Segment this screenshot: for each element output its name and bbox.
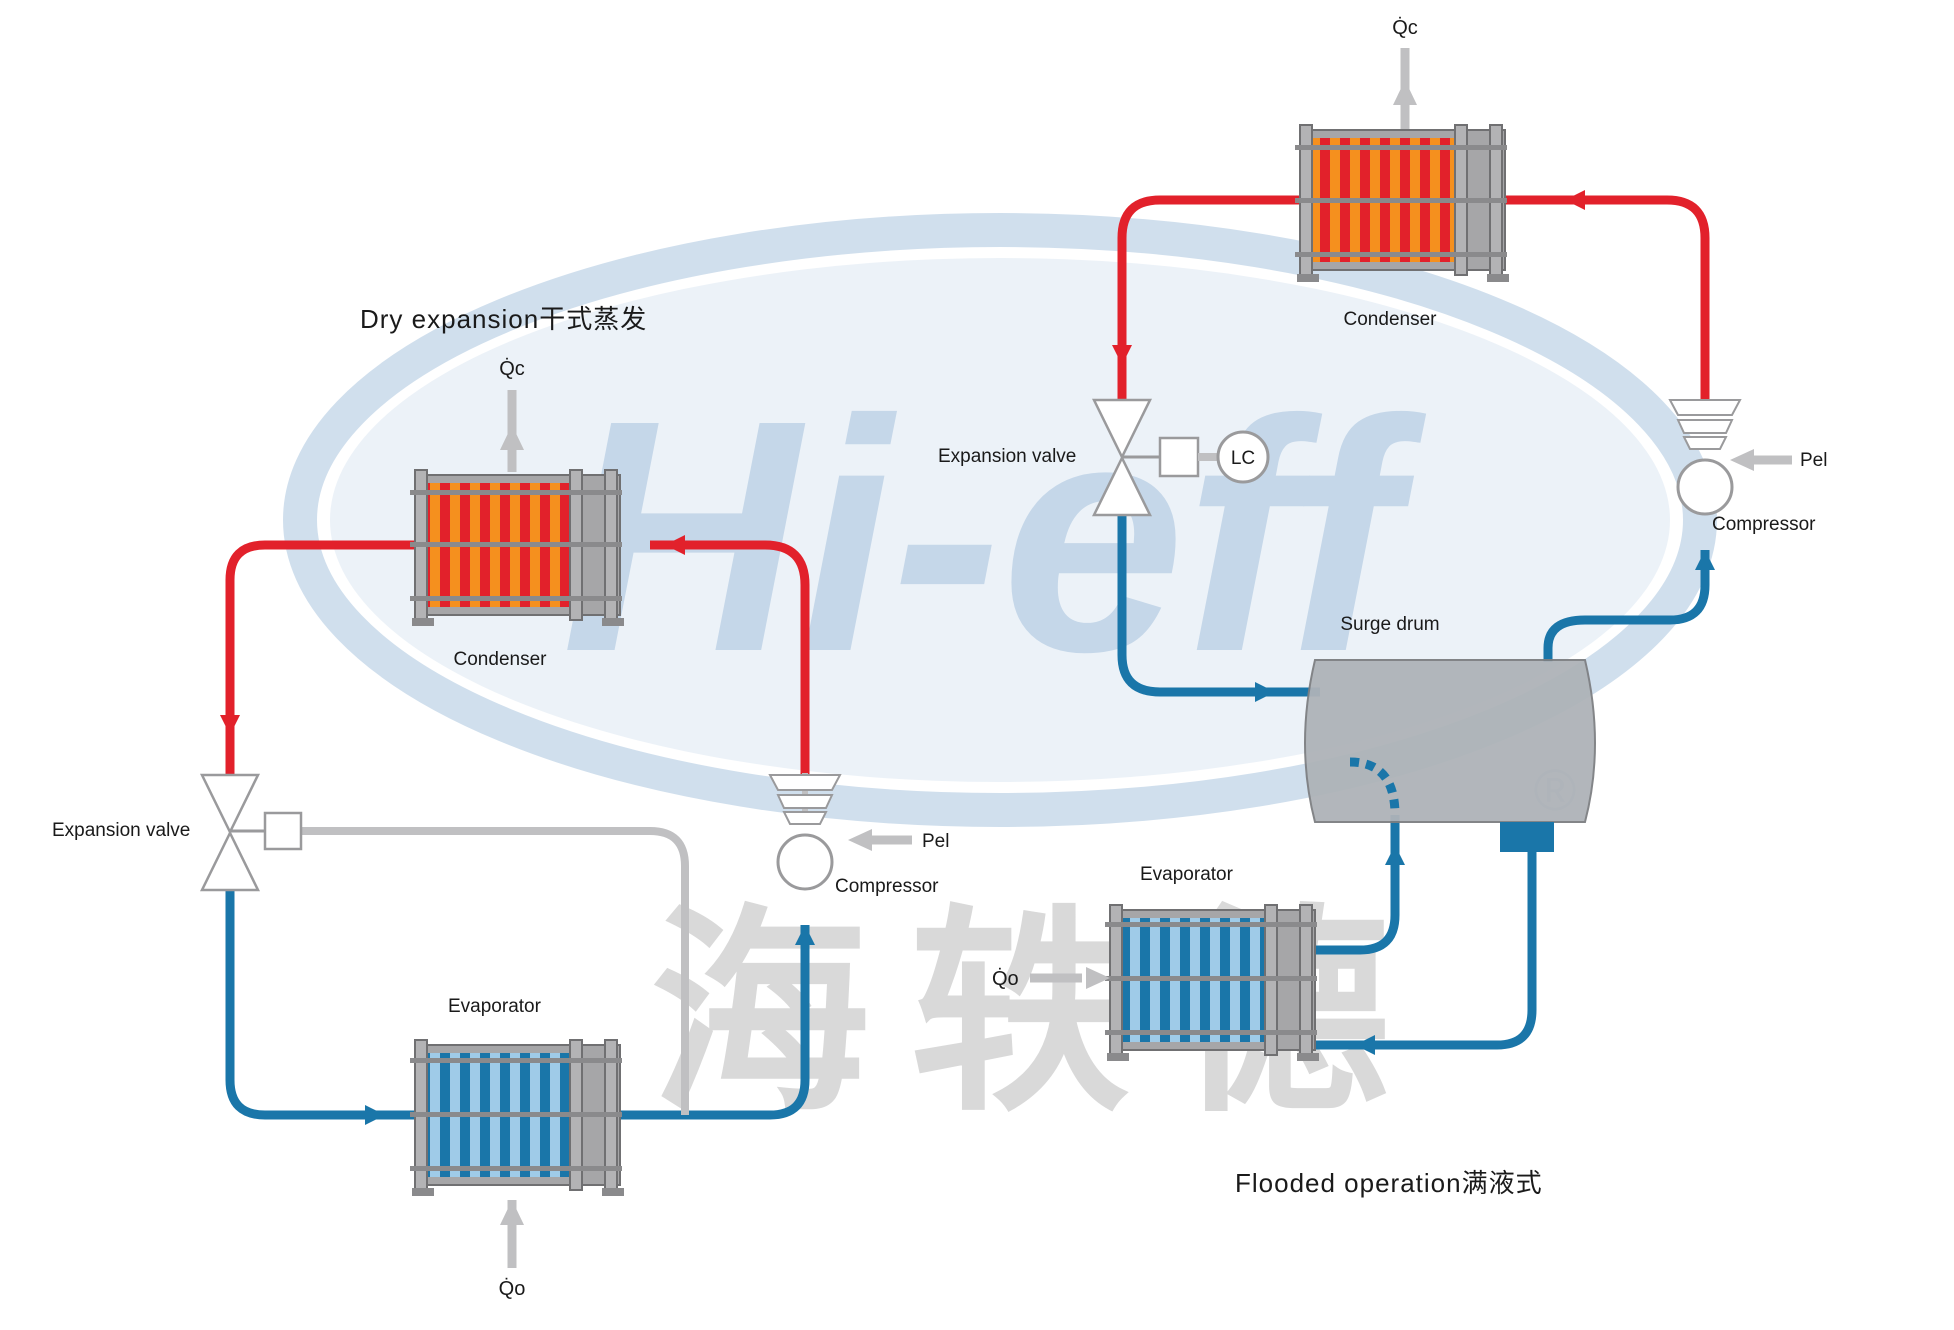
flooded-arrow-hot bbox=[1565, 190, 1585, 210]
flooded-lc-controller bbox=[1216, 430, 1270, 484]
dry-qo-arrow bbox=[500, 1200, 524, 1268]
flooded-arrow-cold-drum bbox=[1255, 682, 1275, 702]
flooded-qc-label: Q̇c bbox=[1392, 17, 1418, 39]
dry-condenser-label: Condenser bbox=[454, 649, 548, 670]
watermark-ellipse bbox=[283, 213, 1717, 827]
watermark-latin-text: Hi-eff bbox=[561, 351, 1428, 720]
flooded-hot-line bbox=[1117, 195, 1710, 400]
dry-title: Dry expansion干式蒸发 bbox=[360, 304, 647, 334]
flooded-cold-line-riser bbox=[1310, 815, 1400, 955]
dry-condenser bbox=[410, 469, 624, 626]
flooded-compressor-icon bbox=[1668, 399, 1742, 516]
flooded-pel-label: Pel bbox=[1800, 450, 1827, 471]
flooded-condenser-label: Condenser bbox=[1344, 309, 1438, 330]
flooded-arrow-return bbox=[1355, 1035, 1375, 1055]
dry-cold-line bbox=[225, 890, 810, 1120]
dry-sensing-line bbox=[300, 827, 689, 1115]
flooded-compressor-label: Compressor bbox=[1712, 514, 1816, 535]
dry-qc-label: Q̇c bbox=[499, 358, 525, 380]
flooded-arrow-suction-up bbox=[1695, 550, 1715, 570]
dry-arrow-hot-down bbox=[220, 715, 240, 735]
flooded-cold-line-return bbox=[1310, 850, 1537, 1050]
dry-qo-label: Q̇o bbox=[499, 1278, 526, 1300]
flooded-condenser bbox=[1295, 124, 1509, 282]
dry-expansion-circuit: Q̇c Condenser Expansion valve bbox=[52, 304, 949, 1300]
dry-evaporator-label: Evaporator bbox=[448, 996, 542, 1017]
dry-arrow-hot bbox=[665, 535, 685, 555]
flooded-expansion-valve-label: Expansion valve bbox=[938, 446, 1076, 467]
flooded-surge-drum bbox=[1304, 659, 1596, 852]
flooded-qo-arrow bbox=[1030, 967, 1110, 989]
flooded-cold-line-valve bbox=[1117, 515, 1320, 697]
flooded-lc-label: LC bbox=[1231, 448, 1255, 469]
flooded-pel-arrow bbox=[1730, 449, 1792, 471]
dry-expansion-valve-icon bbox=[199, 773, 303, 892]
dry-arrow-cold-up bbox=[795, 925, 815, 945]
dry-compressor-icon bbox=[768, 773, 842, 891]
dry-arrow-cold bbox=[365, 1105, 385, 1125]
dry-expansion-valve-label: Expansion valve bbox=[52, 820, 190, 841]
flooded-evaporator-label: Evaporator bbox=[1140, 864, 1234, 885]
flooded-surge-drum-label: Surge drum bbox=[1340, 614, 1439, 635]
flooded-expansion-valve-icon bbox=[1091, 398, 1270, 517]
flooded-arrow-riser bbox=[1385, 845, 1405, 865]
flooded-title: Flooded operation满液式 bbox=[1235, 1168, 1543, 1198]
dry-evaporator bbox=[410, 1039, 624, 1196]
flooded-cold-line-suction bbox=[1543, 550, 1710, 662]
dry-qc-arrow bbox=[500, 390, 524, 472]
flooded-arrow-hot-down bbox=[1112, 345, 1132, 365]
flooded-evaporator bbox=[1105, 904, 1319, 1061]
flooded-circuit: Q̇c Condenser LC Expansion valve bbox=[938, 17, 1827, 1198]
flooded-qo-label: Q̇o bbox=[992, 968, 1019, 990]
dry-pel-arrow bbox=[848, 829, 912, 851]
flooded-qc-arrow bbox=[1393, 48, 1417, 130]
dry-hot-line bbox=[225, 540, 810, 775]
dry-pel-label: Pel bbox=[922, 831, 949, 852]
dry-compressor-label: Compressor bbox=[835, 876, 939, 897]
